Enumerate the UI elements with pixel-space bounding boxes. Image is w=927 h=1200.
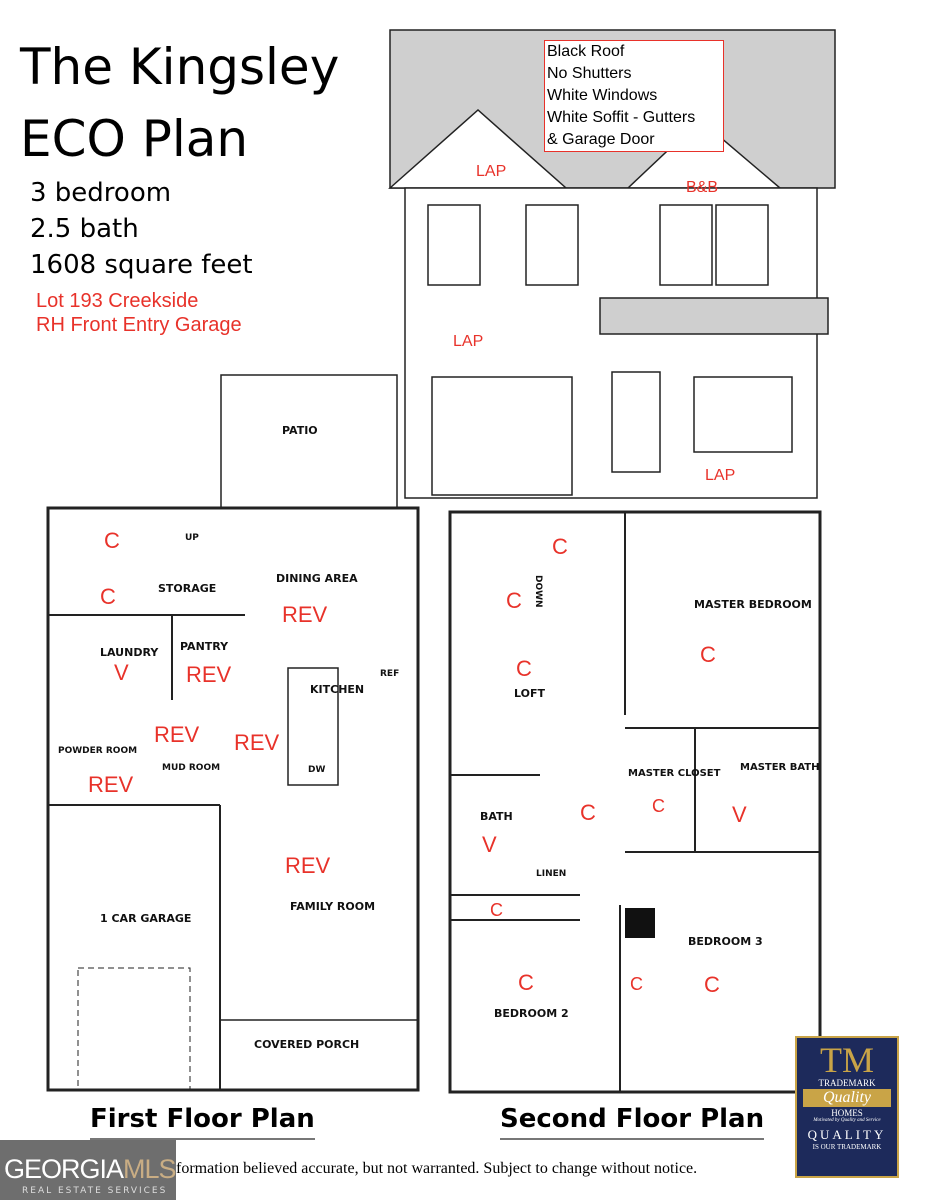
finish-mark: C	[490, 900, 503, 920]
room-label: DW	[308, 765, 325, 775]
finish-mark: C	[518, 970, 534, 995]
disclaimer: formation believed accurate, but not war…	[176, 1160, 698, 1177]
finish-mark: REV	[285, 853, 331, 878]
room-label: BEDROOM 3	[688, 935, 763, 948]
first-floor-plan	[46, 374, 420, 1092]
room-label: PATIO	[282, 424, 318, 437]
finish-mark: C	[104, 528, 120, 553]
second-floor-plan	[448, 510, 822, 1094]
front-elevation	[388, 29, 836, 499]
exterior-notes: Black Roof No Shutters White Windows Whi…	[544, 40, 724, 152]
note: No Shutters	[547, 65, 632, 82]
plan-subtitle: ECO Plan	[20, 110, 249, 168]
room-label: KITCHEN	[310, 683, 364, 696]
room-label: UP	[185, 533, 199, 543]
room-label: PANTRY	[180, 640, 229, 653]
finish-mark: C	[516, 656, 532, 681]
room-label: BEDROOM 2	[494, 1007, 569, 1020]
room-label: LAUNDRY	[100, 646, 159, 659]
finish-mark: V	[732, 802, 747, 827]
finish-mark: C	[704, 972, 720, 997]
note: Black Roof	[547, 43, 625, 60]
room-label: FAMILY ROOM	[290, 900, 375, 913]
finish-mark: C	[506, 588, 522, 613]
siding-label: LAP	[476, 163, 506, 180]
room-label: DINING AREA	[276, 572, 358, 585]
room-label: MASTER BEDROOM	[694, 598, 812, 611]
room-label: LOFT	[514, 687, 545, 700]
room-label: STORAGE	[158, 582, 216, 595]
room-label: BATH	[480, 810, 513, 823]
room-label: 1 CAR GARAGE	[100, 912, 191, 925]
second-floor-room-labels: DOWN MASTER BEDROOM LOFT MASTER CLOSET M…	[480, 575, 820, 1020]
bedrooms: 3 bedroom	[30, 178, 172, 208]
lot-info: Lot 193 Creekside	[36, 290, 199, 312]
finish-mark: REV	[88, 772, 134, 797]
room-label: REF	[380, 669, 399, 679]
siding-label: LAP	[453, 333, 483, 350]
plan-title: The Kingsley	[20, 38, 340, 96]
georgia-mls-logo: GEORGIAMLS REAL ESTATE SERVICES	[0, 1140, 177, 1200]
room-label: MASTER BATH	[740, 762, 820, 773]
finish-mark: C	[100, 584, 116, 609]
note: White Windows	[547, 87, 658, 104]
garage-note: RH Front Entry Garage	[36, 314, 242, 336]
siding-label: LAP	[705, 467, 735, 484]
trademark-homes-logo: TM TRADEMARK Quality HOMES Motivated by …	[795, 1036, 899, 1178]
room-label: MASTER CLOSET	[628, 768, 721, 779]
finish-mark: V	[114, 660, 129, 685]
square-feet: 1608 square feet	[30, 250, 253, 280]
room-label: COVERED PORCH	[254, 1038, 359, 1051]
room-label: POWDER ROOM	[58, 746, 137, 756]
second-floor-caption: Second Floor Plan	[500, 1104, 765, 1140]
finish-mark: REV	[154, 722, 200, 747]
finish-mark: REV	[282, 602, 328, 627]
finish-mark: C	[630, 974, 643, 994]
finish-mark: C	[652, 796, 665, 816]
note: & Garage Door	[547, 131, 655, 148]
siding-label: B&B	[686, 179, 718, 196]
finish-mark: V	[482, 832, 497, 857]
room-label: MUD ROOM	[162, 763, 220, 773]
first-floor-finish-marks: C C REV V REV REV REV REV REV	[88, 528, 331, 878]
note: White Soffit - Gutters	[547, 109, 696, 126]
finish-mark: REV	[186, 662, 232, 687]
first-floor-room-labels: PATIO UP STORAGE DINING AREA LAUNDRY PAN…	[58, 424, 399, 1051]
finish-mark: C	[580, 800, 596, 825]
room-label: DOWN	[533, 575, 543, 608]
finish-mark: C	[700, 642, 716, 667]
second-floor-finish-marks: C C C C C V C V C C C C	[482, 534, 747, 997]
baths: 2.5 bath	[30, 214, 139, 244]
first-floor-caption: First Floor Plan	[90, 1104, 315, 1140]
room-label: LINEN	[536, 869, 566, 879]
finish-mark: REV	[234, 730, 280, 755]
finish-mark: C	[552, 534, 568, 559]
